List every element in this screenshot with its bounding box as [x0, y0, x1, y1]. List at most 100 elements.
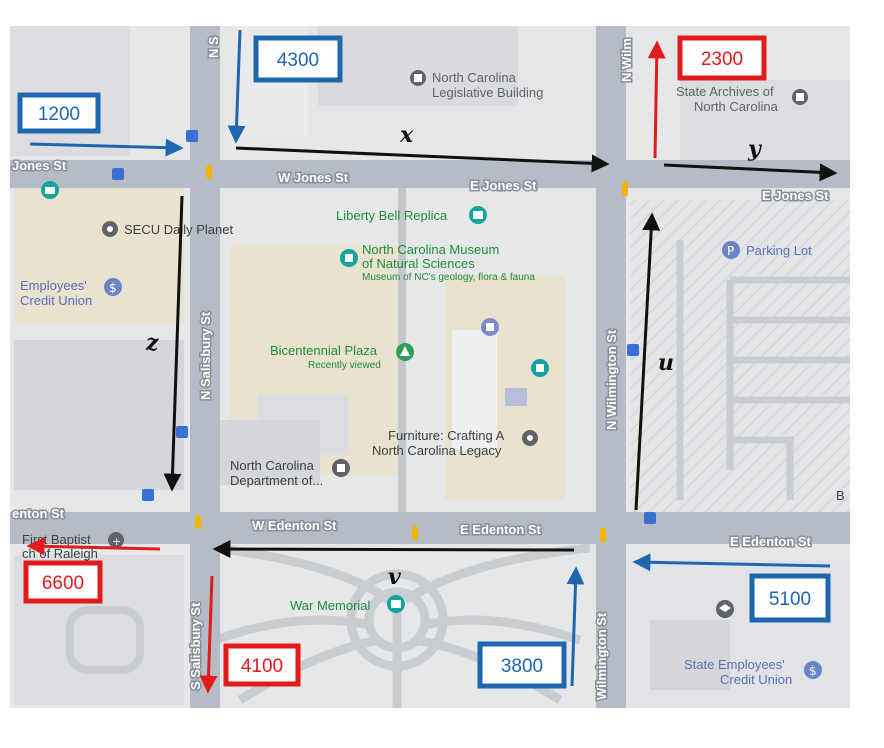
- place-museum-line3: Museum of NC's geology, flora & fauna: [362, 272, 535, 283]
- inflow-arrow-north: [227, 29, 246, 144]
- place-state-emp-cu-line2: Credit Union: [720, 672, 792, 687]
- map-pin-icon: [102, 221, 118, 237]
- inflow-box-east: 5100: [749, 573, 831, 623]
- place-legislative-line1: North Carolina: [432, 70, 517, 85]
- building: [10, 26, 130, 156]
- outflow-arrow-north: [647, 40, 666, 159]
- museum-icon: [332, 459, 350, 477]
- place-dept-line1: North Carolina: [230, 458, 315, 473]
- camera-icon: [387, 595, 405, 613]
- inflow-box-north: 4300: [253, 35, 343, 83]
- inflow-box-south: 3800: [477, 641, 567, 689]
- inflow-value-east: 5100: [769, 589, 811, 610]
- outflow-arrow-west: [26, 537, 161, 556]
- street-label-jones-left: Jones St: [12, 158, 67, 173]
- svg-text:$: $: [809, 664, 817, 678]
- inflow-box-west: 1200: [17, 92, 101, 134]
- street-label-w-edenton: W Edenton St: [252, 518, 337, 533]
- street-label-e-jones: E Jones St: [470, 178, 537, 193]
- bus-stop-icon: [186, 130, 198, 142]
- museum-icon: [531, 359, 549, 377]
- building: [680, 80, 850, 160]
- school-icon: [716, 600, 734, 618]
- svg-text:$: $: [109, 281, 117, 295]
- outflow-value-west: 6600: [42, 573, 84, 594]
- traffic-light-icon: [412, 526, 418, 540]
- pavement: [66, 606, 144, 674]
- tree-icon: [396, 343, 414, 361]
- edenton-st-road: [10, 512, 850, 544]
- place-liberty-bell: Liberty Bell Replica: [336, 208, 448, 223]
- museum-icon: [410, 70, 426, 86]
- place-dept-line2: Department of...: [230, 473, 323, 488]
- inflow-arrow-south: [566, 566, 585, 687]
- street-label-n-salisbury-top: N S: [206, 36, 221, 58]
- place-bicentennial-line2: Recently viewed: [308, 360, 381, 371]
- inflow-arrow-east: [632, 553, 831, 572]
- inflow-value-north: 4300: [277, 50, 319, 71]
- svg-text:+: +: [112, 535, 121, 548]
- internal-flow-arrows: [163, 146, 838, 559]
- building: [14, 340, 184, 490]
- variable-u-label: u: [658, 350, 674, 376]
- museum-icon: [792, 89, 808, 105]
- bell-camera-icon: [469, 206, 487, 224]
- street-label-w-jones: W Jones St: [278, 170, 349, 185]
- traffic-light-icon: [195, 515, 201, 529]
- outflow-arrow-south: [199, 575, 218, 694]
- place-war-memorial: War Memorial: [290, 598, 371, 613]
- place-museum-line1: North Carolina Museum: [362, 242, 499, 257]
- street-label-n-wilmington-top: N Wilm: [619, 38, 634, 82]
- variable-x-label: x: [399, 122, 414, 148]
- outflow-value-north: 2300: [701, 49, 743, 70]
- variable-z-label: z: [145, 330, 159, 356]
- bus-stop-icon: [142, 489, 154, 501]
- street-label-e-edenton-right: E Edenton St: [730, 534, 812, 549]
- roads: [10, 26, 850, 708]
- money-icon: $: [104, 278, 122, 296]
- bus-stop-icon: [627, 344, 639, 356]
- traffic-light-icon: [600, 528, 606, 542]
- place-furniture-line2: North Carolina Legacy: [372, 443, 502, 458]
- svg-text:P: P: [727, 244, 734, 258]
- traffic-light-icon: [622, 182, 628, 196]
- church-icon: +: [108, 532, 124, 548]
- secu-building: [14, 184, 184, 324]
- camera-icon: [41, 181, 59, 199]
- inflow-arrows: [29, 29, 831, 687]
- place-secu-daily-planet: SECU Daily Planet: [124, 222, 233, 237]
- inflow-arrow-west: [29, 138, 184, 157]
- parking-icon: P: [722, 241, 740, 259]
- street-label-n-wilmington: N Wilmington St: [604, 329, 619, 430]
- traffic-light-icon: [206, 165, 212, 179]
- place-parking-lot: Parking Lot: [746, 243, 812, 258]
- place-employees-cu-line1: Employees': [20, 278, 87, 293]
- street-label-edenton-left: enton St: [12, 506, 65, 521]
- place-archives-line1: State Archives of: [676, 84, 774, 99]
- building: [505, 388, 527, 406]
- variable-v-label: v: [388, 564, 401, 590]
- variable-y-label: y: [747, 136, 763, 162]
- street-label-n-salisbury: N Salisbury St: [198, 311, 213, 400]
- money-icon: $: [804, 661, 822, 679]
- place-employees-cu-line2: Credit Union: [20, 293, 92, 308]
- shield-icon: [481, 318, 499, 336]
- map-pin-icon: [522, 430, 538, 446]
- outflow-arrows: [26, 40, 666, 694]
- building: [220, 420, 320, 485]
- arrow-v: [212, 540, 575, 559]
- wilmington-st-road: [596, 26, 626, 708]
- inflow-value-west: 1200: [38, 104, 80, 125]
- building: [318, 26, 518, 106]
- place-furniture-line1: Furniture: Crafting A: [388, 428, 505, 443]
- place-bicentennial-line1: Bicentennial Plaza: [270, 343, 378, 358]
- arrow-x: [235, 146, 610, 173]
- place-edge-letter: B: [836, 488, 845, 503]
- arrow-z: [163, 195, 184, 492]
- street-label-e-edenton: E Edenton St: [460, 522, 542, 537]
- outflow-value-south: 4100: [241, 656, 283, 677]
- jones-st-road: [10, 160, 850, 188]
- outflow-box-north: 2300: [677, 35, 767, 81]
- inflow-value-south: 3800: [501, 656, 543, 677]
- building: [650, 620, 730, 690]
